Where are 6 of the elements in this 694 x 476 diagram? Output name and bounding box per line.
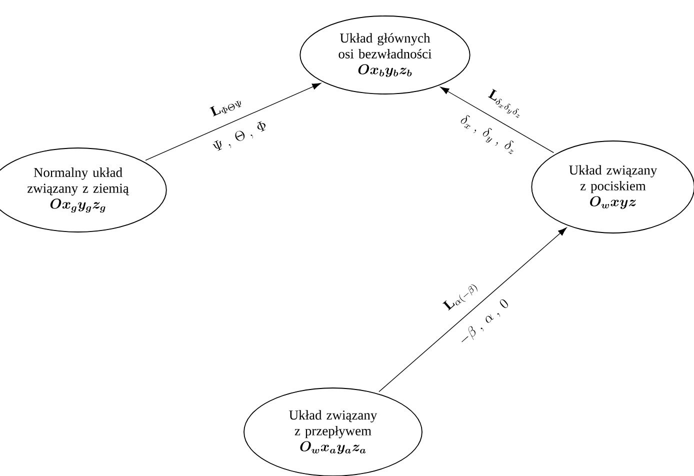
arrow (378, 227, 567, 392)
angle-label: $\Psi\ ,\ \Theta\ ,\ \Phi$ (210, 118, 271, 156)
edge-label: $\mathbf{L}_{\Phi\Theta\Psi}$ (208, 93, 246, 120)
arrow (145, 82, 321, 161)
ellipse-node: Układ głównych osi bezwładności $Ox_{b}y_{b}z_{b}$ (300, 16, 470, 94)
arrow (440, 86, 554, 154)
